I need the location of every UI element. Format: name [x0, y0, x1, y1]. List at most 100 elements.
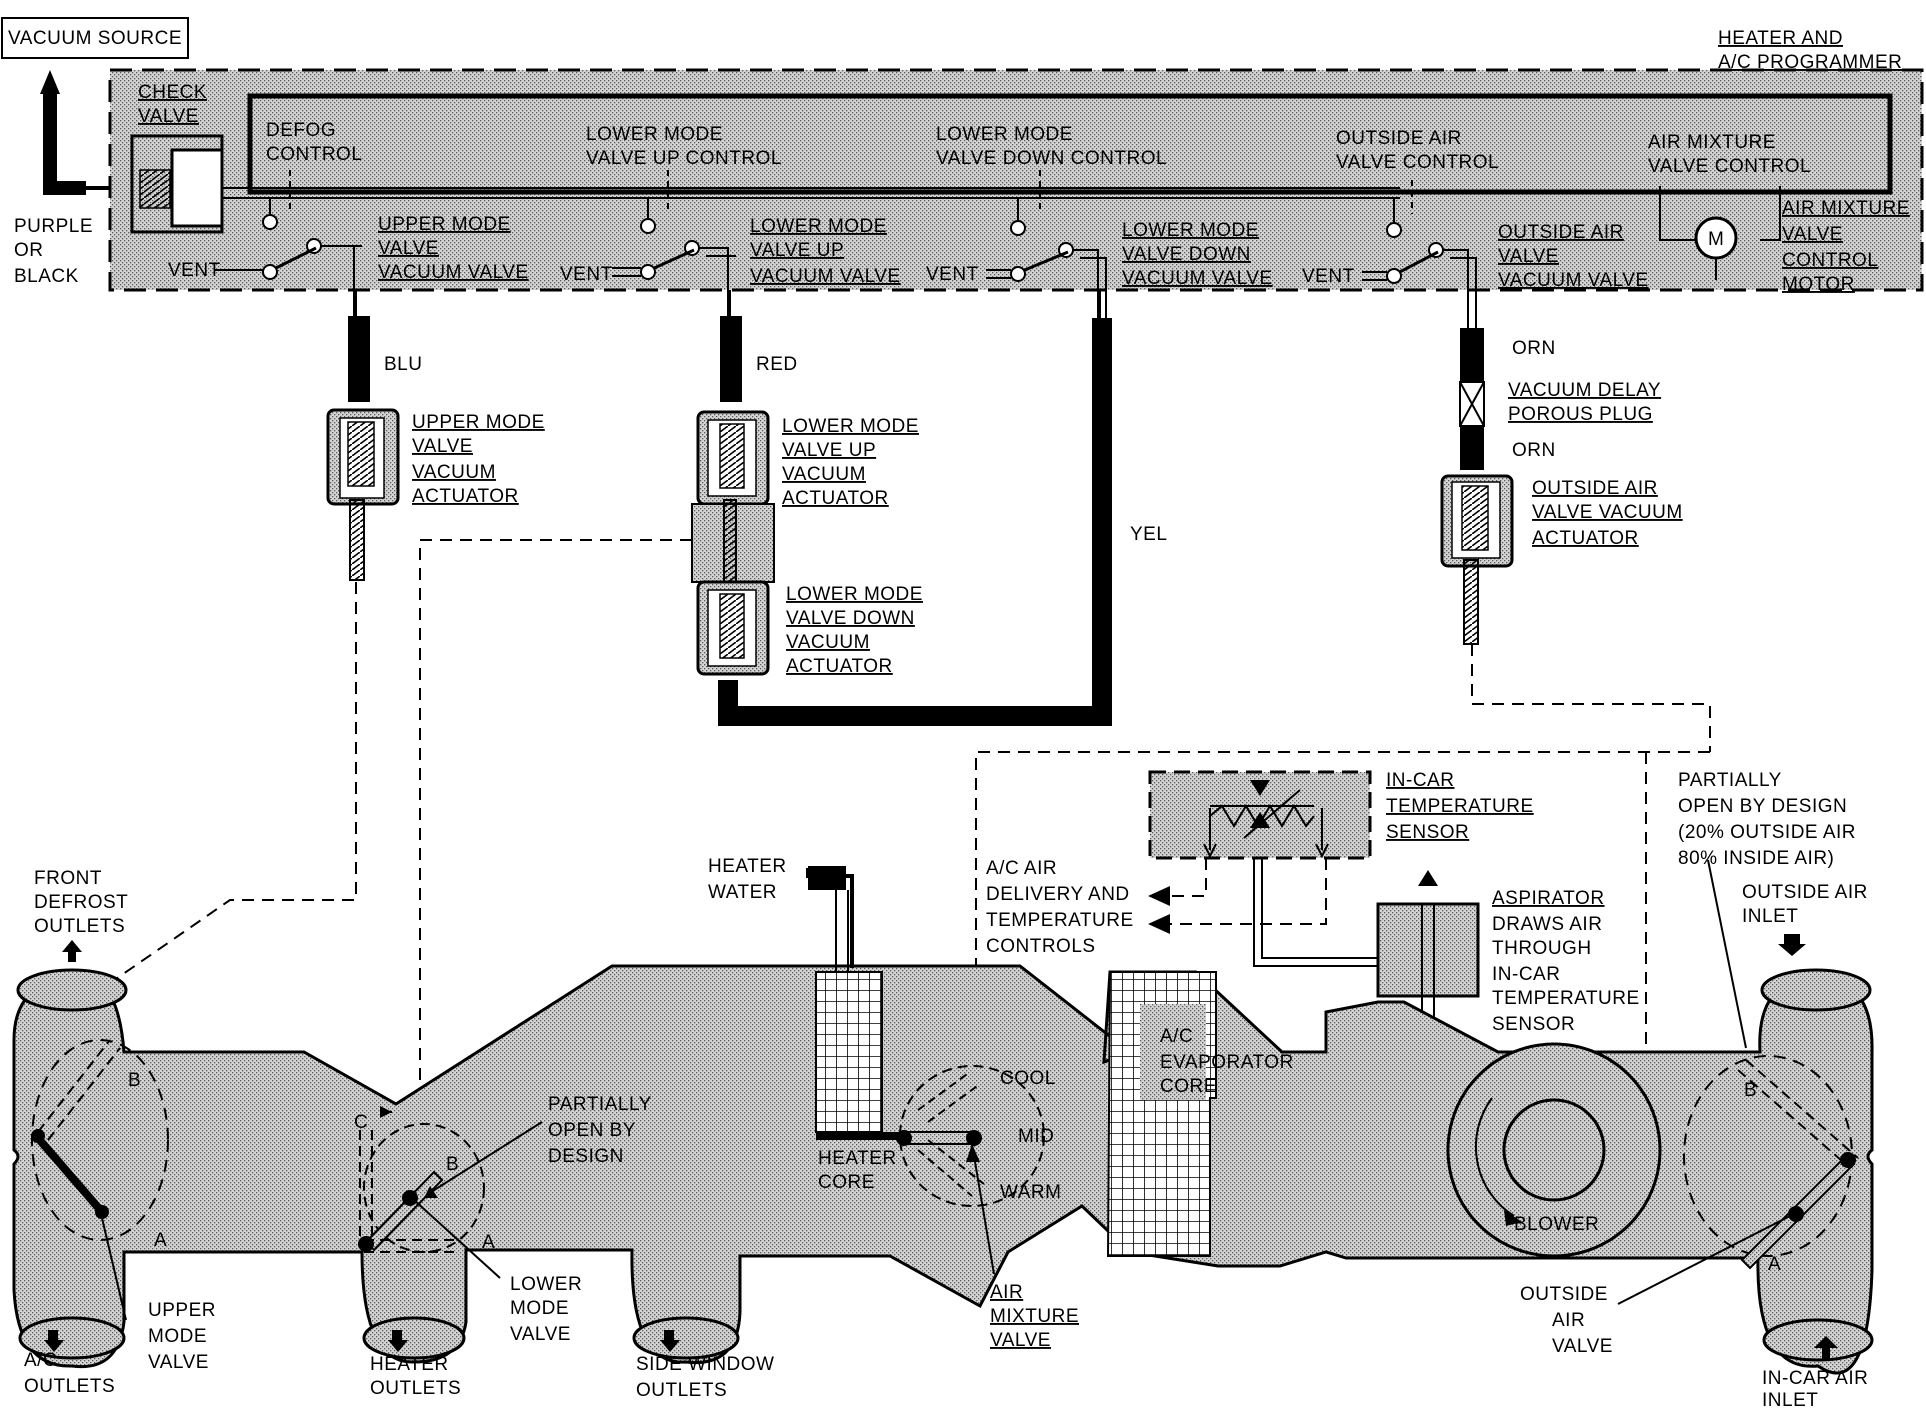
air-mixture-motor-label-3: CONTROL [1782, 250, 1878, 271]
upper-mode-valve-door: B A UPPER MODE VALVE [31, 1039, 216, 1373]
air-mixture-valve: COOL MID WARM AIR MIXTURE VALVE [816, 1065, 1079, 1351]
lower-valve-pos-c: C [354, 1112, 368, 1133]
aspirator-label-3: THROUGH [1492, 938, 1592, 959]
in-car-air-inlet-label-1: IN-CAR AIR [1762, 1368, 1868, 1389]
air-mixture-motor-label-1: AIR MIXTURE [1782, 198, 1910, 219]
evaporator-label-3: CORE [1160, 1076, 1217, 1097]
upper-mode-actuator-label-1: UPPER MODE [412, 412, 545, 433]
vent-label-3: VENT [926, 264, 979, 285]
check-valve-label-1: CHECK [138, 82, 207, 103]
air-mixture-control-label-2: VALVE CONTROL [1648, 156, 1811, 177]
outside-air-control-label-1: OUTSIDE AIR [1336, 128, 1462, 149]
lower-mode-up-control-label-2: VALVE UP CONTROL [586, 148, 782, 169]
upper-mode-actuator-label-3: VACUUM [412, 462, 496, 483]
outside-air-valve-label-2: AIR [1552, 1310, 1585, 1331]
temperature-control-signal: A/C AIR DELIVERY AND TEMPERATURE CONTROL… [986, 858, 1327, 957]
lower-mode-down-vacuum-valve-label-1: LOWER MODE [1122, 220, 1259, 241]
outside-air-vacuum-valve-label-3: VACUUM VALVE [1498, 270, 1649, 291]
blower-label: BLOWER [1514, 1214, 1599, 1235]
lower-mode-up-vacuum-valve-label-2: VALVE UP [750, 240, 844, 261]
front-defrost-label-3: OUTLETS [34, 916, 125, 937]
in-car-sensor-label-1: IN-CAR [1386, 770, 1454, 791]
aspirator-label-4: IN-CAR [1492, 964, 1560, 985]
programmer-box: HEATER AND A/C PROGRAMMER CHECK VALVE DE… [108, 28, 1924, 328]
outside-air-valve-label-3: VALVE [1552, 1336, 1613, 1357]
check-valve: CHECK VALVE [130, 82, 224, 234]
in-car-air-inlet-label-2: INLET [1762, 1390, 1818, 1408]
warm-label: WARM [1000, 1182, 1061, 1203]
outside-air-inlet-label-2: INLET [1742, 906, 1798, 927]
air-mixture-valve-label-2: MIXTURE [990, 1306, 1079, 1327]
mid-label: MID [1018, 1126, 1054, 1147]
vacuum-hoses: BLU RED YEL ORN ORN VACUUM DELAY POROUS … [348, 290, 1661, 726]
air-mixture-motor-label-4: MOTOR [1782, 274, 1855, 295]
purple-label-2: OR [14, 240, 44, 261]
cool-label: COOL [1000, 1068, 1056, 1089]
lower-valve-pos-a: A [482, 1232, 495, 1253]
upper-mode-vacuum-valve-label-2: VALVE [378, 238, 439, 259]
outside-valve-pos-a: A [1768, 1254, 1781, 1275]
vacuum-source-label: VACUUM SOURCE [8, 28, 182, 49]
hose-red-label: RED [756, 354, 798, 375]
evaporator-label-2: EVAPORATOR [1160, 1052, 1294, 1073]
lower-mode-up-actuator-label-3: VACUUM [782, 464, 866, 485]
lower-mode-down-control-label-2: VALVE DOWN CONTROL [936, 148, 1167, 169]
upper-valve-pos-b: B [128, 1070, 141, 1091]
outside-air-vacuum-valve-label-1: OUTSIDE AIR [1498, 222, 1624, 243]
heater-outlets-label-2: OUTLETS [370, 1378, 461, 1399]
upper-mode-actuator-label-2: VALVE [412, 436, 473, 457]
front-defrost-label-2: DEFROST [34, 892, 128, 913]
upper-mode-valve-label-3: VALVE [148, 1352, 209, 1373]
heater-core-label-2: CORE [818, 1172, 875, 1193]
ac-air-delivery-label-3: TEMPERATURE [986, 910, 1134, 931]
lower-mode-down-vacuum-valve-label-3: VACUUM VALVE [1122, 268, 1273, 289]
aspirator-label-1: ASPIRATOR [1492, 888, 1605, 909]
lower-mode-up-control-label-1: LOWER MODE [586, 124, 723, 145]
ac-outlets-label-1: A/C [24, 1350, 57, 1371]
lower-mode-up-vacuum-valve-label-1: LOWER MODE [750, 216, 887, 237]
upper-mode-valve-label-2: MODE [148, 1326, 207, 1347]
aspirator-label-2: DRAWS AIR [1492, 914, 1602, 935]
vacuum-source: VACUUM SOURCE PURPLE OR BLACK [1, 17, 189, 287]
lower-mode-valve-label-3: VALVE [510, 1324, 571, 1345]
outside-air-valve-label-1: OUTSIDE [1520, 1284, 1608, 1305]
lower-valve-pos-b: B [446, 1154, 459, 1175]
ac-air-delivery-label-4: CONTROLS [986, 936, 1096, 957]
lower-mode-up-vacuum-valve: VENT LOWER MODE VALVE UP VACUUM VALVE [560, 198, 900, 316]
air-mixture-motor-label-2: VALVE [1782, 224, 1843, 245]
partially-open-left-label-2: OPEN BY [548, 1120, 636, 1141]
lower-mode-valve-label-2: MODE [510, 1298, 569, 1319]
upper-valve-pos-a: A [154, 1230, 167, 1251]
partially-open-right-label-3: (20% OUTSIDE AIR [1678, 822, 1856, 843]
vent-label-4: VENT [1302, 266, 1355, 287]
partially-open-right-label-1: PARTIALLY [1678, 770, 1782, 791]
side-window-outlets-label-1: SIDE WINDOW [636, 1354, 775, 1375]
outside-air-actuator-label-1: OUTSIDE AIR [1532, 478, 1658, 499]
air-mixture-control-motor: M AIR MIXTURE VALVE CONTROL MOTOR [1659, 186, 1910, 295]
blower: BLOWER [1446, 1042, 1662, 1258]
ac-outlets-label-2: OUTLETS [24, 1376, 115, 1397]
upper-mode-actuator-label-4: ACTUATOR [412, 486, 519, 507]
upper-mode-vacuum-valve-label-3: VACUUM VALVE [378, 262, 529, 283]
purple-label-1: PURPLE [14, 216, 93, 237]
motor-symbol: M [1708, 229, 1724, 250]
in-car-sensor-label-2: TEMPERATURE [1386, 796, 1534, 817]
outside-air-control-label-2: VALVE CONTROL [1336, 152, 1499, 173]
partially-open-left-label-1: PARTIALLY [548, 1094, 652, 1115]
defog-control-label-1: DEFOG [266, 120, 336, 141]
vent-label-1: VENT [168, 260, 221, 281]
hvac-case [12, 964, 1874, 1375]
lower-mode-valve-door: C B A PARTIALLY OPEN BY DESIGN LOWER MOD… [354, 1094, 652, 1345]
air-mixture-valve-label-1: AIR [990, 1282, 1023, 1303]
partially-open-right-label-2: OPEN BY DESIGN [1678, 796, 1847, 817]
lower-mode-down-vacuum-valve: VENT LOWER MODE VALVE DOWN VACUUM VALVE [926, 198, 1273, 318]
lower-mode-down-actuator-label-4: ACTUATOR [786, 656, 893, 677]
heater-water-label-2: WATER [708, 882, 777, 903]
ac-air-delivery-label-2: DELIVERY AND [986, 884, 1130, 905]
lower-mode-valve-label-1: LOWER [510, 1274, 582, 1295]
hose-orn-label-2: ORN [1512, 440, 1556, 461]
defog-control-label-2: CONTROL [266, 144, 362, 165]
heater-outlets-label-1: HEATER [370, 1354, 449, 1375]
upper-mode-valve-label-1: UPPER [148, 1300, 216, 1321]
upper-mode-vacuum-valve-label-1: UPPER MODE [378, 214, 511, 235]
